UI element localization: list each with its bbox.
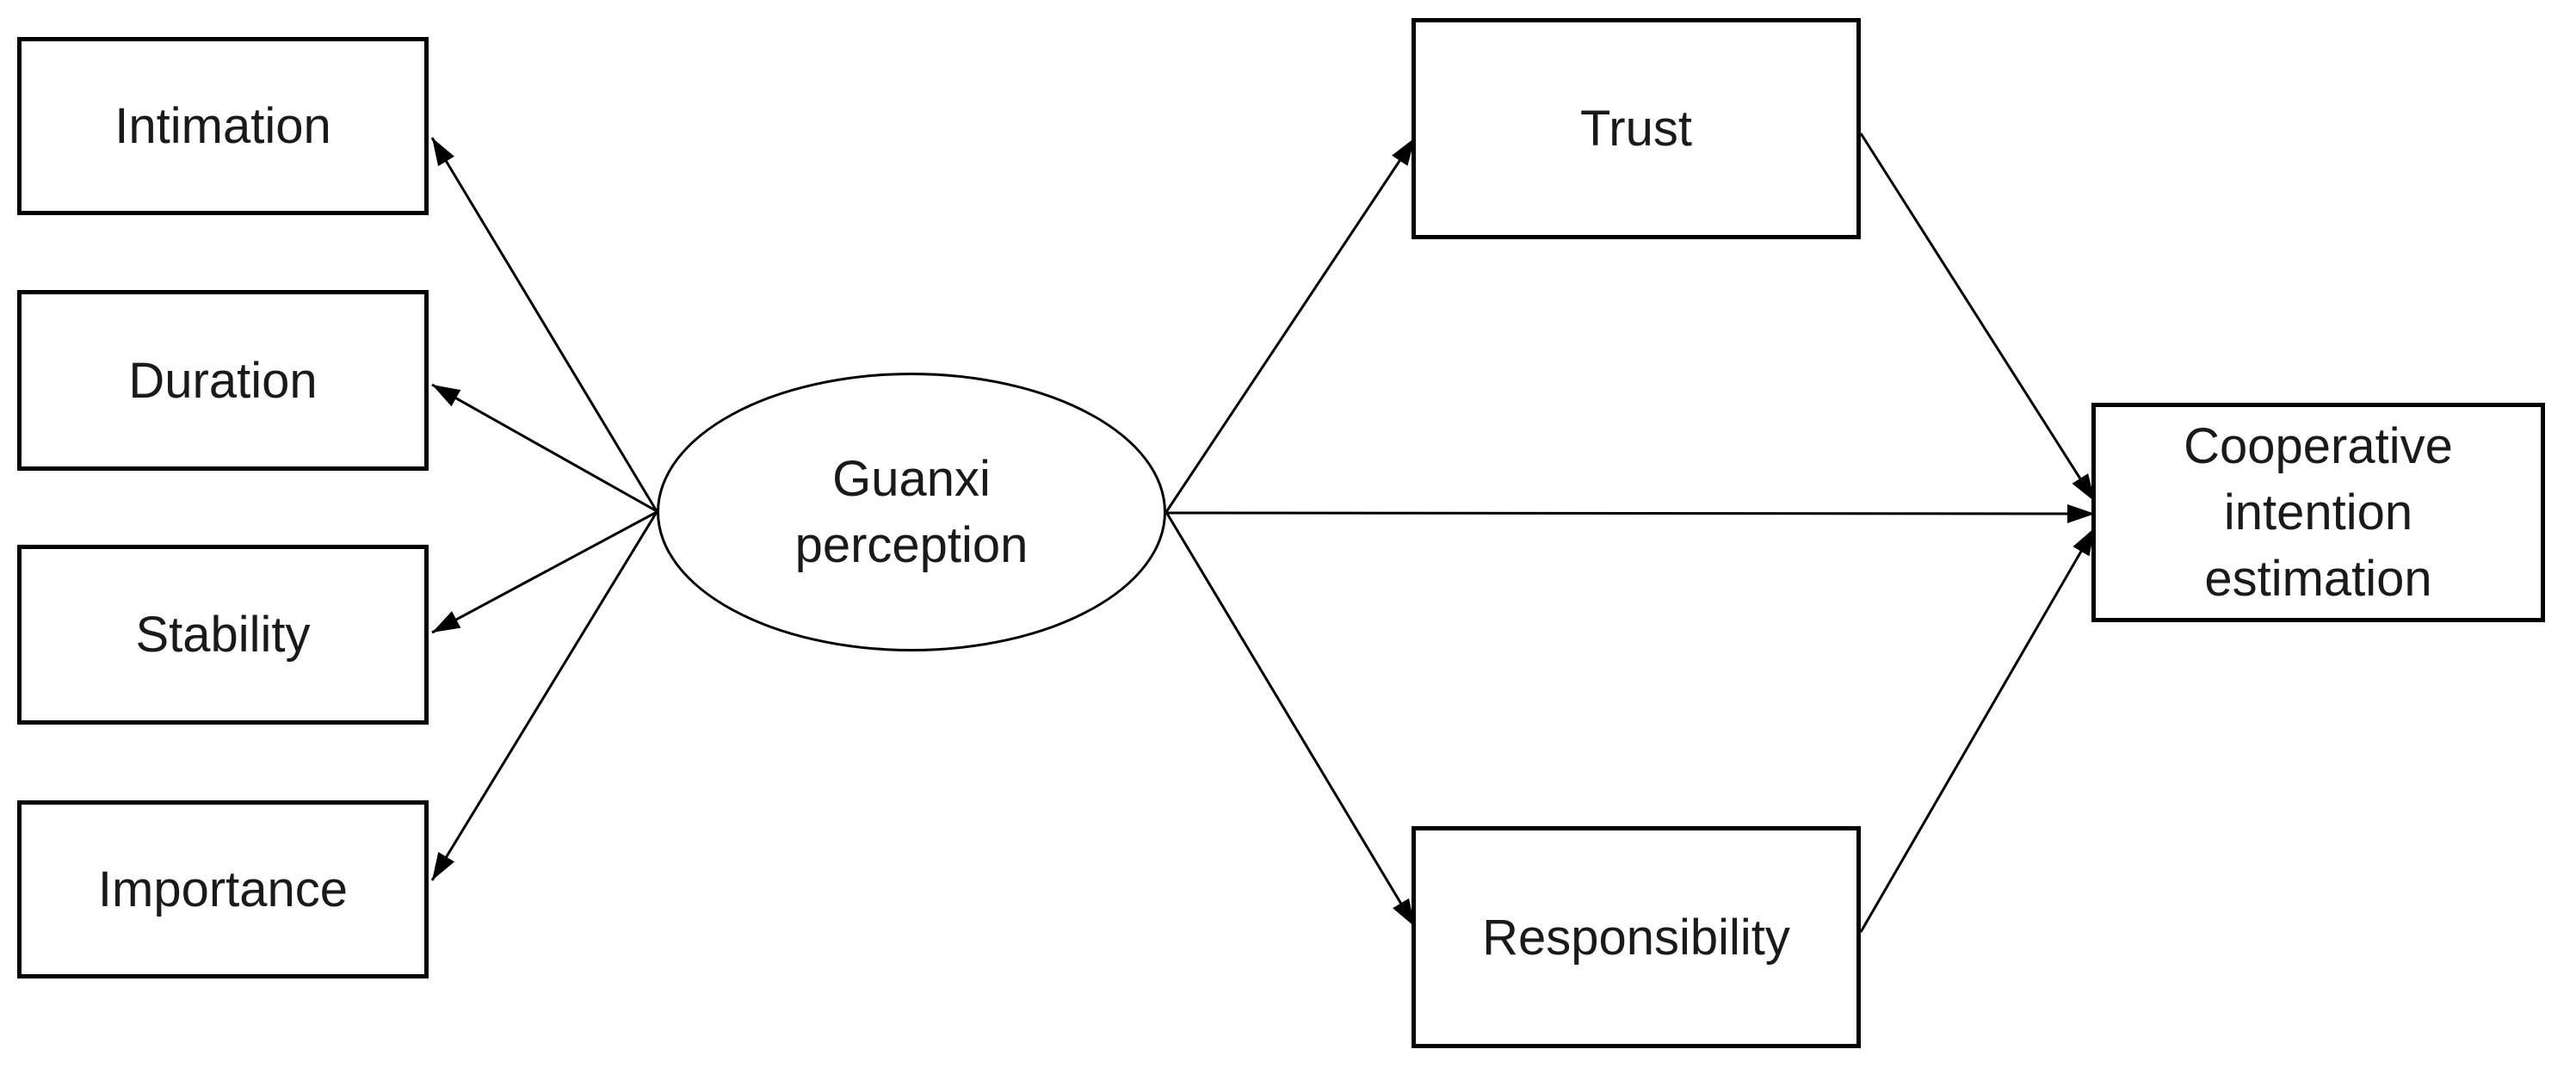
edge-guanxi-intimation [430, 137, 658, 512]
edge-trust-cooperative [1859, 133, 2097, 503]
node-cooperative-label-line1: Cooperative [2184, 418, 2453, 474]
node-cooperative-label-line2: intention [2223, 485, 2413, 540]
edge-guanxi-stability [431, 510, 658, 634]
node-trust: Trust [1412, 18, 1861, 239]
edge-guanxi-trust [1164, 137, 1417, 513]
edge-guanxi-responsibility [1164, 511, 1417, 928]
node-stability-label: Stability [135, 607, 311, 663]
node-guanxi-perception-label-line1: Guanxi [832, 451, 991, 507]
node-cooperative-intention-estimation: Cooperative intention estimation [2091, 403, 2545, 622]
node-responsibility-label: Responsibility [1482, 909, 1790, 966]
node-importance-label: Importance [97, 861, 349, 917]
node-responsibility: Responsibility [1412, 826, 1861, 1048]
node-duration: Duration [17, 290, 429, 471]
node-intimation-label: Intimation [114, 98, 331, 154]
node-stability: Stability [17, 545, 429, 725]
node-guanxi-perception-label-line2: perception [794, 517, 1029, 573]
node-importance: Importance [17, 800, 429, 978]
node-intimation: Intimation [17, 37, 429, 215]
edge-guanxi-duration [431, 383, 658, 513]
edge-guanxi-cooperative [1165, 503, 2096, 523]
node-guanxi-perception: Guanxi perception [657, 373, 1166, 651]
edge-guanxi-importance [430, 511, 658, 881]
node-trust-label: Trust [1580, 101, 1692, 157]
edge-responsibility-cooperative [1859, 527, 2097, 933]
node-cooperative-label-line3: estimation [2204, 551, 2432, 607]
node-duration-label: Duration [128, 352, 318, 409]
